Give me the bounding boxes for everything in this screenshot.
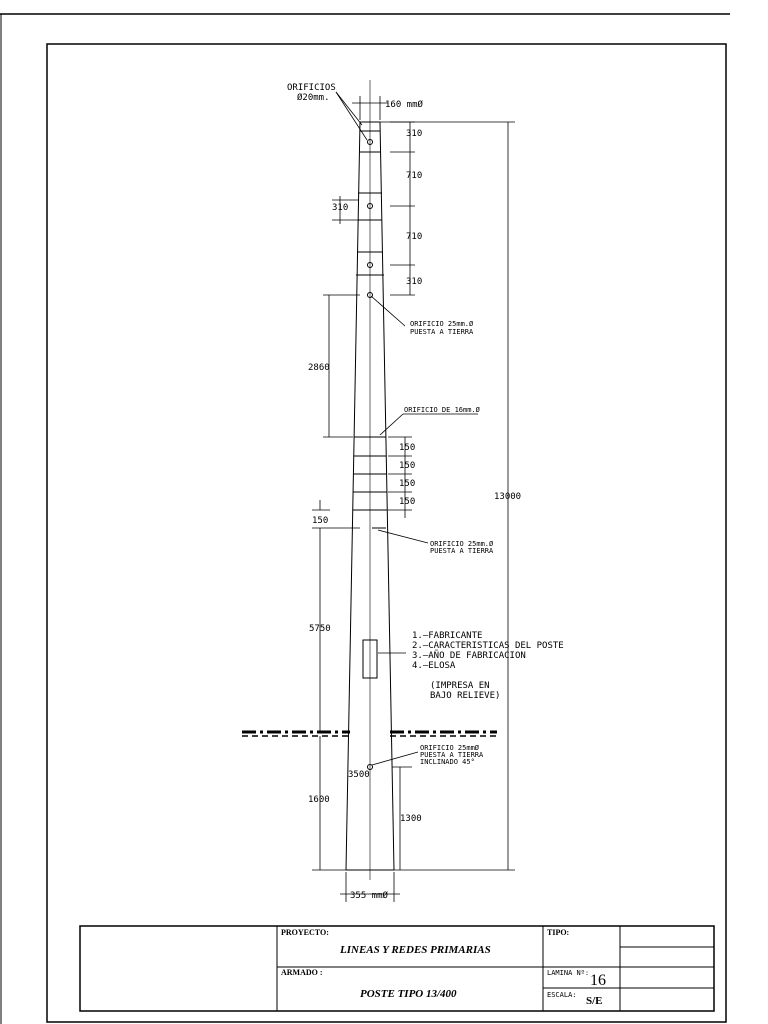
dim-710-a: 710: [406, 171, 422, 181]
plate-item-3: 3.–AÑO DE FABRICACION: [412, 650, 526, 661]
dimension-lines: [312, 91, 515, 902]
top-diameter: 160 mmØ: [385, 99, 424, 110]
dim-3500: 3500: [348, 770, 370, 780]
dim-150-a: 150: [399, 443, 415, 453]
dim-310-bottom: 310: [406, 277, 422, 287]
plate-note-line2: BAJO RELIEVE): [430, 691, 500, 701]
proyecto-value: LINEAS Y REDES PRIMARIAS: [339, 944, 491, 956]
dim-5750: 5750: [309, 624, 331, 634]
dim-total-length: 13000: [494, 492, 521, 502]
escala-value: S/E: [586, 995, 603, 1007]
dim-2860: 2860: [308, 363, 330, 373]
armado-value: POSTE TIPO 13/400: [360, 988, 457, 1000]
armado-label: ARMADO :: [281, 968, 323, 977]
plate-item-1: 1.–FABRICANTE: [412, 631, 482, 641]
plate-item-4: 4.–ELOSA: [412, 661, 456, 671]
note-ground-3-line2: PUESTA A TIERRA: [420, 751, 484, 759]
note-ground-2-line2: PUESTA A TIERRA: [430, 547, 494, 555]
dim-710-b: 710: [406, 232, 422, 242]
holes-label: ORIFICIOS: [287, 83, 336, 93]
proyecto-label: PROYECTO:: [281, 928, 329, 937]
pole: [345, 80, 395, 880]
note-ground-3-line1: ORIFICIO 25mmØ: [420, 744, 480, 752]
note-ground-1-line1: ORIFICIO 25mm.Ø: [410, 320, 474, 328]
note-ground-2-line1: ORIFICIO 25mm.Ø: [430, 540, 494, 548]
drawing-frame: [46, 43, 727, 1023]
tipo-label: TIPO:: [547, 928, 569, 937]
dim-1600: 1600: [308, 795, 330, 805]
plate-note-line1: (IMPRESA EN: [430, 681, 490, 691]
escala-label: ESCALA:: [547, 991, 577, 999]
dim-1300: 1300: [400, 814, 422, 824]
lamina-label: LAMINA Nº:: [547, 969, 589, 977]
title-block: [79, 925, 715, 1012]
plate-item-2: 2.–CARACTERISTICAS DEL POSTE: [412, 641, 564, 651]
dim-150-d: 150: [399, 497, 415, 507]
dim-310-left: 310: [332, 203, 348, 213]
note-16mm: ORIFICIO DE 16mm.Ø: [404, 406, 481, 414]
dim-310-top: 310: [406, 129, 422, 139]
dim-150-c: 150: [399, 479, 415, 489]
holes-diameter: Ø20mm.: [297, 92, 330, 103]
dim-150-b: 150: [399, 461, 415, 471]
dim-150-left: 150: [312, 516, 328, 526]
lamina-value: 16: [590, 972, 606, 989]
ground-line: [242, 730, 497, 737]
note-ground-3-line3: INCLINADO 45°: [420, 758, 475, 766]
bottom-diameter: 355 mmØ: [350, 890, 389, 901]
note-ground-1-line2: PUESTA A TIERRA: [410, 328, 474, 336]
